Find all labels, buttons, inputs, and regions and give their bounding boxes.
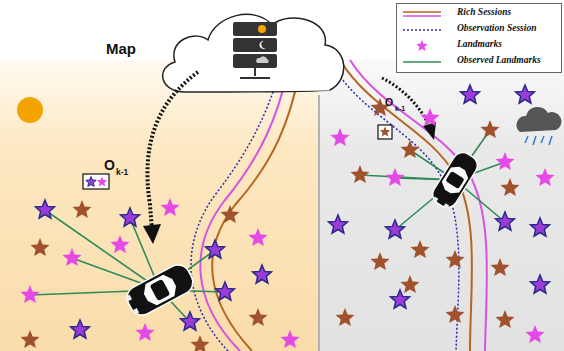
legend-sample — [401, 40, 443, 52]
legend-text: Landmarks — [457, 39, 502, 49]
server-icon — [233, 22, 277, 78]
subscript-label: k-1 — [116, 168, 128, 177]
node-text: Map — [106, 40, 136, 57]
legend-text: Rich Sessions — [457, 7, 511, 17]
subscript-label: k-1 — [395, 105, 405, 112]
legend-text: Observation Session — [457, 23, 536, 33]
legend-sample — [401, 56, 443, 68]
legend-sample — [401, 8, 443, 20]
legend: Rich SessionsObservation SessionLandmark… — [396, 3, 562, 73]
observation-label: O — [385, 97, 393, 108]
legend-sample — [401, 24, 443, 36]
rain-cloud — [517, 107, 562, 145]
legend-text: Observed Landmarks — [457, 55, 541, 65]
map-cloud: Map — [104, 38, 138, 60]
observation-label: O — [104, 158, 115, 172]
